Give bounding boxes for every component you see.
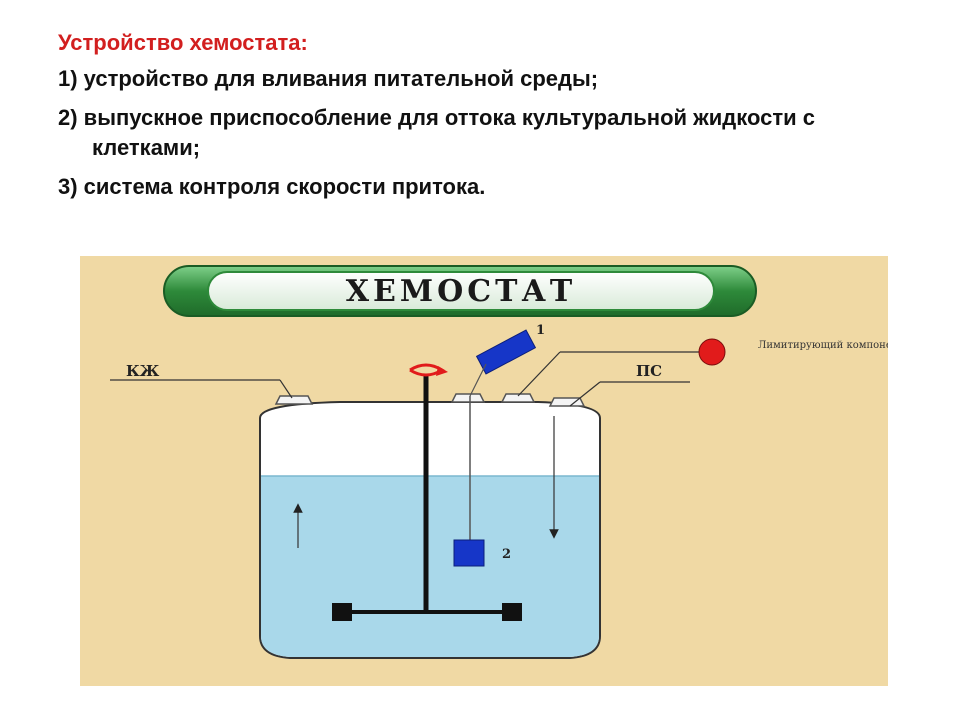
list-item-1: 1) устройство для вливания питательной с… xyxy=(58,66,599,91)
banner-title: ХЕМОСТАТ xyxy=(346,274,576,309)
slide-heading: Устройство хемостата: xyxy=(58,30,308,55)
lid-ports xyxy=(274,393,586,407)
label-kzh: КЖ xyxy=(126,362,160,380)
list-item-2: 2) выпускное приспособление для оттока к… xyxy=(58,105,816,160)
marker-1: 1 xyxy=(536,323,545,338)
title-banner: ХЕМОСТАТ xyxy=(163,265,757,317)
limiting-component: Лимитирующий компонент xyxy=(698,338,888,366)
flow-sensor: 1 2 xyxy=(453,323,545,567)
slide-text: Устройство хемостата: 1) устройство для … xyxy=(58,28,918,211)
label-limiting: Лимитирующий компонент xyxy=(758,340,888,351)
vessel xyxy=(259,401,601,659)
chemostat-svg: ХЕМОСТАТ 1 xyxy=(110,265,888,659)
outflow-line: КЖ xyxy=(110,362,303,548)
marker-2: 2 xyxy=(502,547,511,562)
chemostat-diagram: ХЕМОСТАТ 1 xyxy=(80,256,888,686)
label-ps: ПС xyxy=(636,362,662,380)
stirrer xyxy=(332,363,522,621)
inflow-lines: ПС xyxy=(517,351,700,539)
list-item-3: 3) система контроля скорости притока. xyxy=(58,174,486,199)
culture-liquid xyxy=(261,476,599,657)
